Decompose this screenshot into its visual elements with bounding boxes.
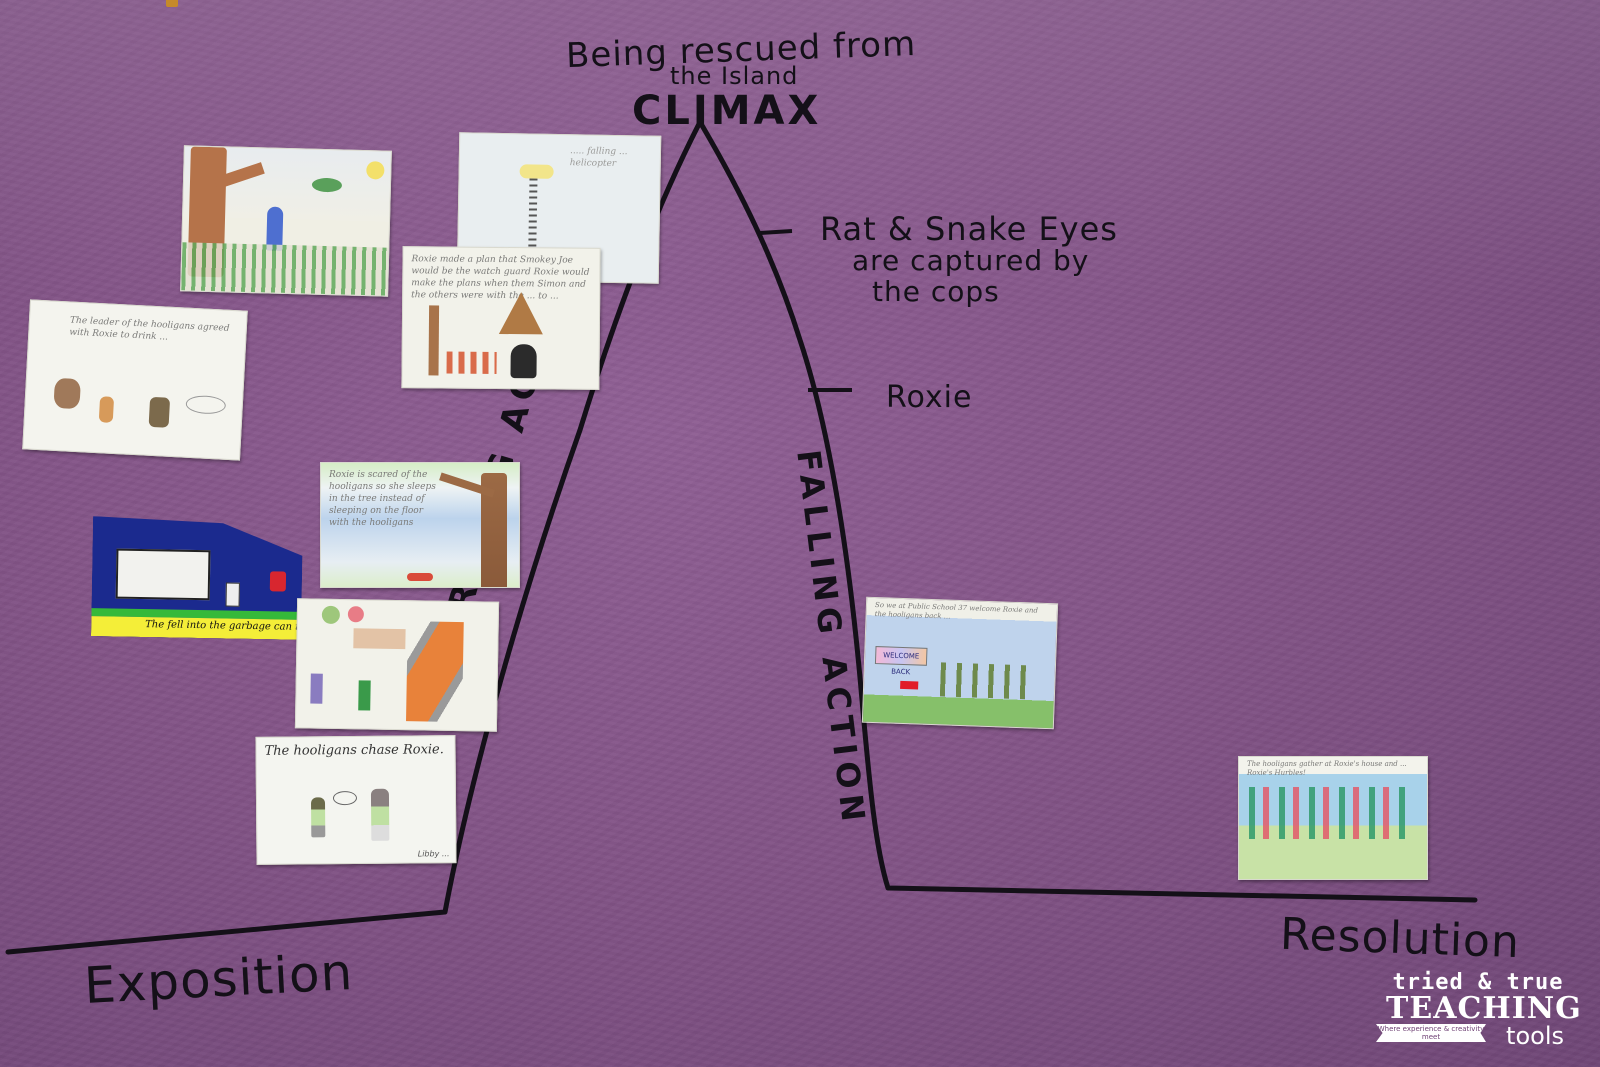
figure-drawing — [270, 571, 286, 591]
drawing-card-tree-boy — [180, 145, 392, 297]
figure-drawing — [310, 673, 323, 704]
welcome-banner-drawing: WELCOME BACK — [874, 646, 928, 676]
speech-bubble-drawing — [332, 790, 358, 806]
figure-drawing — [53, 377, 81, 410]
sleeping-figure-drawing — [407, 573, 433, 581]
yellow-caption-strip: The fell into the garbage can they ... — [91, 616, 301, 640]
red-wagon-drawing — [900, 680, 919, 690]
building-drawing — [116, 549, 211, 601]
drawing-card-chase: The hooligans chase Roxie. Libby ... — [255, 735, 457, 865]
drawing-card-slide — [294, 598, 500, 732]
card-caption: The hooligans chase Roxie. — [264, 742, 444, 759]
logo-line3: tools — [1506, 1022, 1564, 1050]
tick-mark — [759, 229, 793, 235]
climax-label: CLIMAX — [632, 88, 822, 134]
signature: Libby ... — [417, 849, 450, 859]
figure-drawing — [148, 396, 171, 428]
drawing-card-plan: Roxie made a plan that Smokey Joe would … — [401, 246, 601, 390]
roxie-figure-drawing — [370, 788, 390, 841]
logo-ribbon: Where experience & creativity meet — [1376, 1024, 1486, 1042]
card-caption: The leader of the hooligans agreed with … — [69, 315, 230, 343]
trash-can-drawing — [226, 583, 240, 607]
falling-event-capture: Rat & Snake Eyes are captured by the cop… — [820, 210, 1118, 308]
hut-drawing — [498, 291, 544, 335]
family-figures-drawing — [1249, 787, 1413, 839]
helicopter-drawing — [519, 164, 554, 179]
card-caption: The fell into the garbage can they ... — [145, 619, 293, 633]
tree-drawing — [428, 305, 440, 376]
drawing-card-family: The hooligans gather at Roxie's house an… — [1238, 756, 1428, 880]
card-caption: ..... falling ... helicopter — [569, 146, 628, 169]
event-line: Rat & Snake Eyes — [820, 210, 1118, 248]
banner-text: WELCOME BACK — [883, 651, 920, 677]
event-line: are captured by — [852, 244, 1090, 277]
rope-ladder-drawing — [528, 178, 538, 249]
figure-drawing — [358, 680, 371, 711]
tree-drawing — [321, 605, 341, 624]
brand-logo: tried & true TEACHING Where experience &… — [1376, 970, 1582, 1052]
falling-event-roxie: Roxie — [886, 380, 973, 415]
logo-line1: tried & true — [1392, 970, 1564, 995]
climax-event-subtext: the Island — [670, 62, 799, 90]
drawing-card-tree-sleep: Roxie is scared of the hooligans so she … — [320, 462, 520, 588]
card-caption: The hooligans gather at Roxie's house an… — [1247, 760, 1407, 777]
card-caption: So we at Public School 37 welcome Roxie … — [874, 600, 1039, 621]
wall-drawing — [353, 628, 406, 650]
event-line: the cops — [872, 275, 1000, 308]
figure-drawing — [98, 396, 115, 423]
resolution-label: Resolution — [1279, 908, 1521, 969]
palm-tree-drawing — [311, 177, 343, 193]
drawing-card-leader: The leader of the hooligans agreed with … — [22, 299, 248, 461]
card-caption: Roxie is scared of the hooligans so she … — [329, 470, 436, 528]
slide-drawing — [406, 621, 464, 723]
rock-drawing — [510, 344, 537, 379]
tree-drawing — [347, 606, 365, 623]
kids-group-drawing — [446, 351, 497, 374]
speech-bubble-drawing — [185, 394, 227, 415]
drawing-card-welcome: So we at Public School 37 welcome Roxie … — [861, 596, 1059, 730]
group-figures-drawing — [939, 662, 1033, 700]
thumbtack — [166, 0, 178, 7]
hooligan-figure-drawing — [310, 797, 326, 838]
logo-line2: TEACHING — [1386, 991, 1582, 1026]
